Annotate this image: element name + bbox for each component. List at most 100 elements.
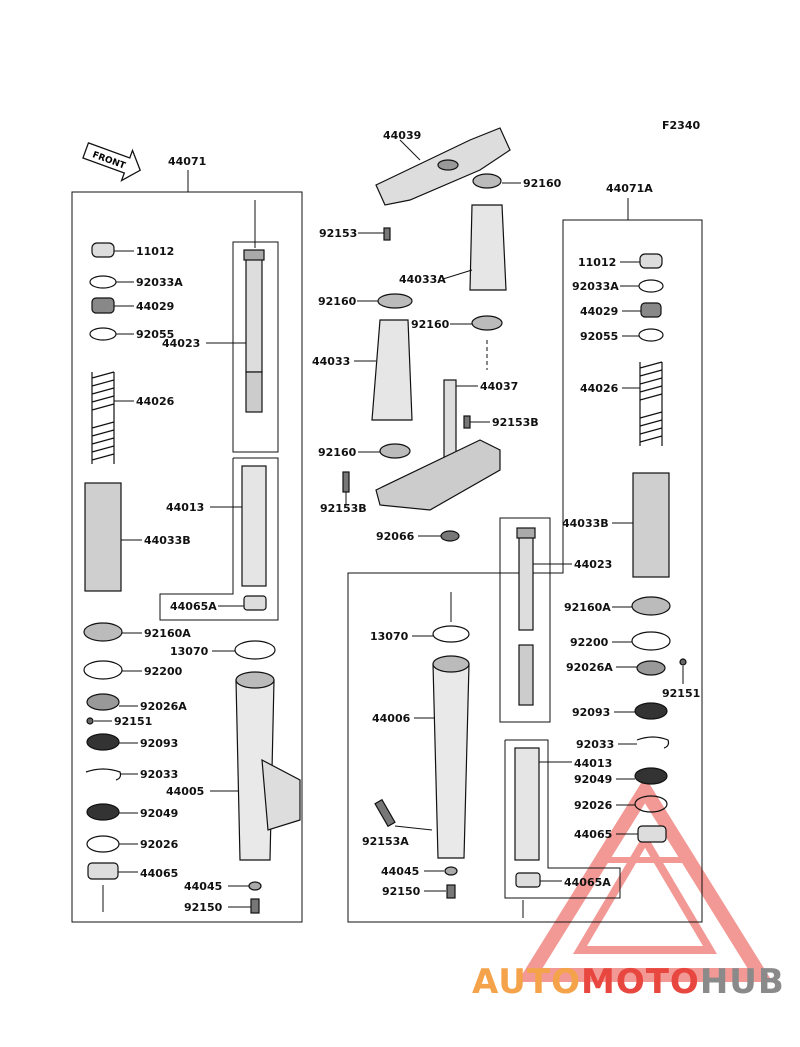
label-44039: 44039 [383,129,421,142]
label-92153A: 92153A [362,835,409,848]
right-damper-box [499,517,551,723]
part-tube-44013 [241,465,267,587]
label-44065A-r: 44065A [564,876,611,889]
part-screw-92151-r [679,658,687,666]
label-13070-left: 13070 [170,645,209,658]
label-44026-r: 44026 [580,382,619,395]
label-11012: 11012 [136,245,174,258]
part-washer-92200-r [631,631,671,651]
label-92160A-r: 92160A [564,601,611,614]
group-label-left: 44071 [168,155,206,168]
label-92160-a: 92160 [523,177,562,190]
part-nut-44029 [91,297,115,314]
left-group-box [71,170,303,923]
label-44005: 44005 [166,785,204,798]
label-44033A: 44033A [399,273,446,286]
part-outer-tube-44005 [235,671,301,861]
part-washer-44045 [248,881,262,891]
label-44023-left: 44023 [162,337,200,350]
label-92153B-a: 92153B [492,416,539,429]
part-bolt-92153B-a [463,415,471,429]
right-group-box [347,198,703,923]
part-washer-92200 [83,660,123,680]
label-92150-left: 92150 [184,901,223,914]
part-oring-13070 [234,640,276,660]
part-oring-92033A [89,275,117,289]
part-oring-13070-r [432,625,470,643]
left-tube-box [159,457,279,621]
label-92026-r: 92026 [574,799,613,812]
label-92093-left: 92093 [140,737,178,750]
part-spring-44026 [91,371,115,464]
part-bolt-92150 [250,898,260,914]
label-44023-r: 44023 [574,558,612,571]
label-44033B-left: 44033B [144,534,191,547]
label-92160-b: 92160 [318,295,357,308]
part-clamp-92026A-r [636,660,666,676]
label-92151-left: 92151 [114,715,152,728]
label-92160A-left: 92160A [144,627,191,640]
part-seal-92160-top [472,173,502,189]
label-44065A-left: 44065A [170,600,217,613]
label-92160-d: 92160 [318,446,357,459]
part-clip-92033 [85,768,122,781]
label-44065-left: 44065 [140,867,178,880]
label-92033A-r: 92033A [572,280,619,293]
part-screw-92151 [86,717,94,725]
label-44065-r: 44065 [574,828,612,841]
part-clamp-92026A [86,693,120,711]
part-damper-44023 [245,251,263,373]
part-upper-bracket-44039 [375,127,511,206]
part-seal-92049 [86,803,120,821]
figure-id: F2340 [662,119,700,132]
label-92093-r: 92093 [572,706,610,719]
label-92055: 92055 [136,328,174,341]
part-oring-92055-r [638,328,664,342]
part-seal-92160A [83,622,123,642]
part-seal-92160-d [379,443,411,459]
label-92033A: 92033A [136,276,183,289]
part-cover-44033 [371,319,413,421]
part-pipe-44033B [84,482,122,592]
part-seal-92093 [86,733,120,751]
label-92033-left: 92033 [140,768,178,781]
label-44037: 44037 [480,380,518,393]
label-92049-r: 92049 [574,773,612,786]
part-nut-92066 [440,530,460,542]
part-stem-44037 [375,379,501,511]
label-92066: 92066 [376,530,415,543]
part-seal-92160-b [377,293,413,309]
label-92033-r: 92033 [576,738,614,751]
label-13070-r: 13070 [370,630,409,643]
part-bushing-44065A [243,595,267,611]
label-92200-left: 92200 [144,665,183,678]
label-92049-left: 92049 [140,807,178,820]
label-92055-r: 92055 [580,330,618,343]
label-44045-left: 44045 [184,880,222,893]
part-washer-44045-r [444,866,458,876]
part-outer-tube-44006 [432,655,470,859]
label-92151-r: 92151 [662,687,700,700]
part-bolt-92153B-b [342,471,350,493]
part-clip-92033-r [636,736,670,749]
label-44013-left: 44013 [166,501,204,514]
front-arrow-icon: FRONT [82,142,142,182]
part-bolt-92150-r [446,884,456,899]
part-seal-92160-c [471,315,503,331]
part-spring-44026-r [639,361,663,446]
group-label-right: 44071A [606,182,653,195]
label-44006: 44006 [372,712,411,725]
label-44045-r: 44045 [381,865,419,878]
label-92026A-r: 92026A [566,661,613,674]
part-nut-44029-r [640,302,662,318]
part-bushing-44065 [87,862,119,880]
label-44029: 44029 [136,300,174,313]
part-cap-11012-r [639,253,663,269]
label-92026-left: 92026 [140,838,179,851]
part-cap-11012 [91,242,115,258]
label-44029-r: 44029 [580,305,618,318]
right-tube-box [504,739,621,899]
label-44026: 44026 [136,395,175,408]
part-seal-92049-r [634,767,668,785]
